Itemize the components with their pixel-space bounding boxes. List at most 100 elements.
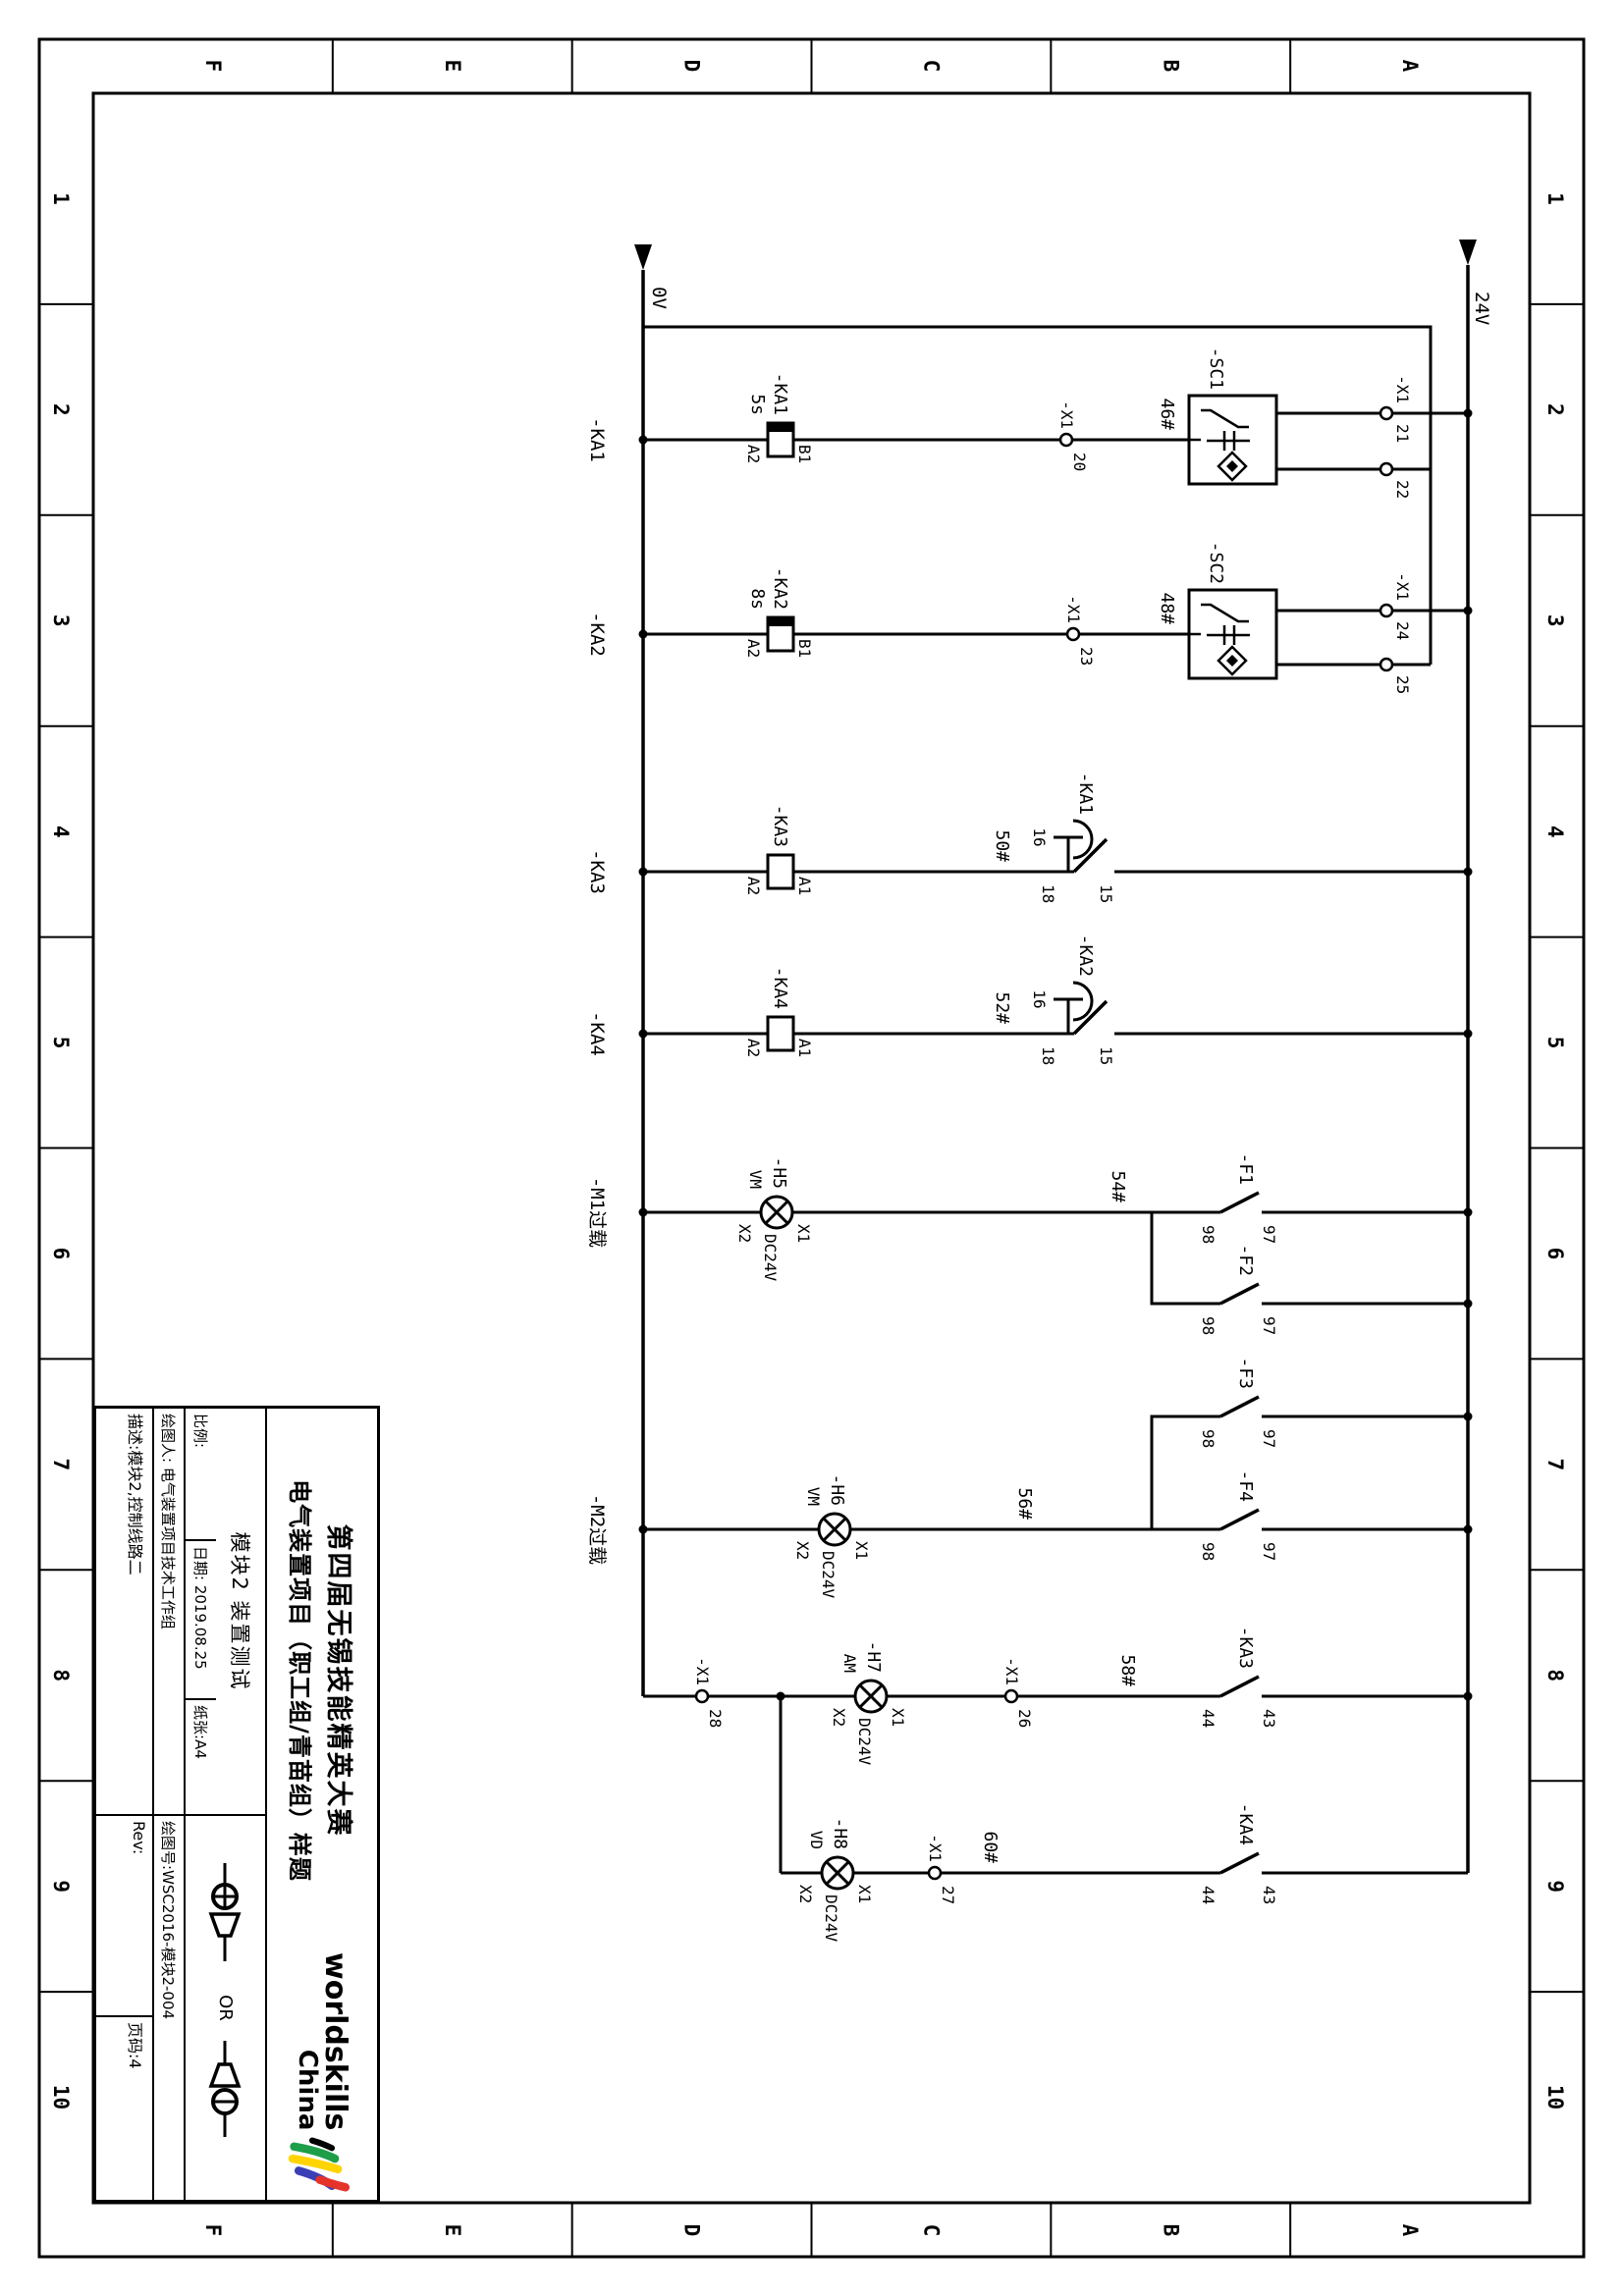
sensor-diamond-dot	[1226, 460, 1238, 472]
lamp-cross	[764, 1200, 789, 1225]
tb-scale: 比例:	[191, 1414, 209, 1449]
terminal-circle	[1058, 432, 1074, 448]
rung-label: -M1过载	[586, 1177, 608, 1248]
lamp-volt: DC24V	[822, 1895, 840, 1943]
contact-arm	[1219, 1508, 1260, 1531]
contact-name: -KA4	[1235, 1803, 1256, 1845]
coil-pin: A1	[795, 877, 814, 895]
tc-pin: 16	[1030, 828, 1049, 846]
contact-pin: 97	[1260, 1225, 1278, 1244]
coil-name: -KA4	[770, 967, 790, 1009]
lamp-cross	[858, 1683, 884, 1709]
sensor-return-wire	[643, 325, 1433, 665]
lamp-volt: DC24V	[855, 1718, 874, 1766]
terminal-circle	[927, 1865, 943, 1881]
tb-title: 第四届无锡技能精英大赛 电气装置项目（职工组/青苗组）样题	[280, 1409, 363, 1952]
grid-col-label: 6	[1543, 1248, 1567, 1260]
contact-pin: 97	[1260, 1542, 1278, 1561]
lamp-color: VM	[746, 1170, 765, 1189]
wire-number: 56#	[1014, 1487, 1035, 1520]
terminal-circle	[694, 1688, 710, 1704]
logo-swoosh-icon	[288, 2137, 351, 2192]
coil-pin: A2	[744, 1039, 763, 1057]
lamp-symbol-option-1-icon	[209, 1863, 242, 1962]
terminal-pin: 26	[1015, 1709, 1034, 1728]
grid-col-label: 8	[49, 1669, 73, 1682]
terminal-pin: 23	[1077, 647, 1096, 666]
tb-drawing-no: 绘图号:WSC2016-模块2-004	[154, 1814, 186, 2200]
grid-col-label: 10	[49, 2085, 73, 2109]
wire-number: 50#	[992, 829, 1012, 862]
coil-time: 8s	[747, 588, 768, 610]
contact-pin: 97	[1260, 1429, 1278, 1448]
lamp-pin: X1	[855, 1885, 874, 1903]
coil-name: -KA2	[770, 567, 790, 610]
rung-label: -KA1	[586, 417, 608, 462]
rung-label: -M2过载	[586, 1494, 608, 1565]
coil-pin: A2	[744, 639, 763, 658]
grid-row-label: E	[441, 60, 464, 73]
wire-number: 48#	[1157, 592, 1177, 624]
lamp-symbol-option-2-icon	[209, 2040, 242, 2137]
wire-number: 46#	[1157, 398, 1177, 430]
lamp-name: -H8	[830, 1817, 850, 1849]
contact-arm	[1219, 1851, 1260, 1875]
junction-dot	[1463, 1412, 1473, 1421]
contact-pin: 98	[1199, 1429, 1217, 1448]
lamp-color: AM	[840, 1654, 859, 1673]
lamp-volt: DC24V	[819, 1551, 838, 1599]
wire-number: 60#	[980, 1831, 1001, 1863]
tc-pin: 18	[1039, 884, 1057, 903]
grid-col-label: 5	[49, 1037, 73, 1049]
lamp-color: VD	[807, 1831, 826, 1849]
contact-name: -F4	[1235, 1469, 1256, 1502]
sensor-name: -SC2	[1206, 542, 1226, 584]
tb-module: 模块2 装置测试	[216, 1409, 267, 1814]
grid-col-label: 4	[49, 826, 73, 838]
grid-row-label: A	[1398, 2224, 1422, 2237]
lamp-cross	[825, 1860, 850, 1886]
terminal-pin: 25	[1393, 675, 1412, 694]
worldskills-logo: worldskills China	[280, 1952, 364, 2200]
lamp-name: -H7	[863, 1640, 884, 1673]
rung-label: -KA4	[586, 1011, 608, 1056]
grid-row-label: F	[201, 2224, 225, 2237]
bus-24v-label: 24V	[1471, 292, 1492, 325]
tc-arm	[1072, 999, 1109, 1036]
grid-col-label: 3	[49, 614, 73, 627]
tb-symbols: OR	[186, 1814, 267, 2200]
grid-row-label: A	[1398, 60, 1422, 73]
contact-arm	[1219, 1395, 1260, 1418]
branch-jumper	[1150, 1212, 1220, 1306]
tb-scale-row: 比例: 日期: 2019.08.25 纸张:A4	[186, 1409, 216, 1814]
terminal-name: -X1	[693, 1657, 712, 1685]
grid-col-label: 2	[49, 403, 73, 416]
tb-bottom-row: 描述:模块2,控制线路二 Rev: 页码:4	[96, 1409, 154, 2200]
terminal-pin: 21	[1393, 424, 1412, 443]
terminal-pin: 28	[706, 1709, 725, 1728]
bus-0v-label: 0V	[648, 287, 670, 309]
contact-pin: 98	[1199, 1225, 1217, 1244]
grid-col-label: 1	[49, 192, 73, 205]
coil-pin: A2	[744, 445, 763, 463]
lamp-pin: X1	[889, 1708, 907, 1727]
terminal-pin: 20	[1070, 453, 1089, 471]
contact-pin: 44	[1199, 1886, 1217, 1904]
terminal-name: -X1	[926, 1834, 945, 1862]
source-arrow-icon	[1459, 240, 1477, 265]
contact-arm	[1219, 1282, 1260, 1306]
grid-row-label: B	[1159, 2224, 1182, 2237]
contact-pin: 98	[1199, 1316, 1217, 1335]
junction-dot	[1463, 1207, 1473, 1217]
tc-delay-arc	[1072, 819, 1094, 860]
lamp-name: -H6	[827, 1473, 847, 1506]
lamp-cross	[822, 1517, 847, 1542]
contact-name: -F1	[1235, 1152, 1256, 1185]
junction-dot	[1463, 1299, 1473, 1308]
source-arrow-icon	[634, 244, 652, 270]
contact-pin: 43	[1260, 1709, 1278, 1728]
grid-col-label: 4	[1543, 826, 1567, 838]
tb-drafter: 绘图人: 电气装置项目技术工作组	[154, 1409, 186, 1814]
